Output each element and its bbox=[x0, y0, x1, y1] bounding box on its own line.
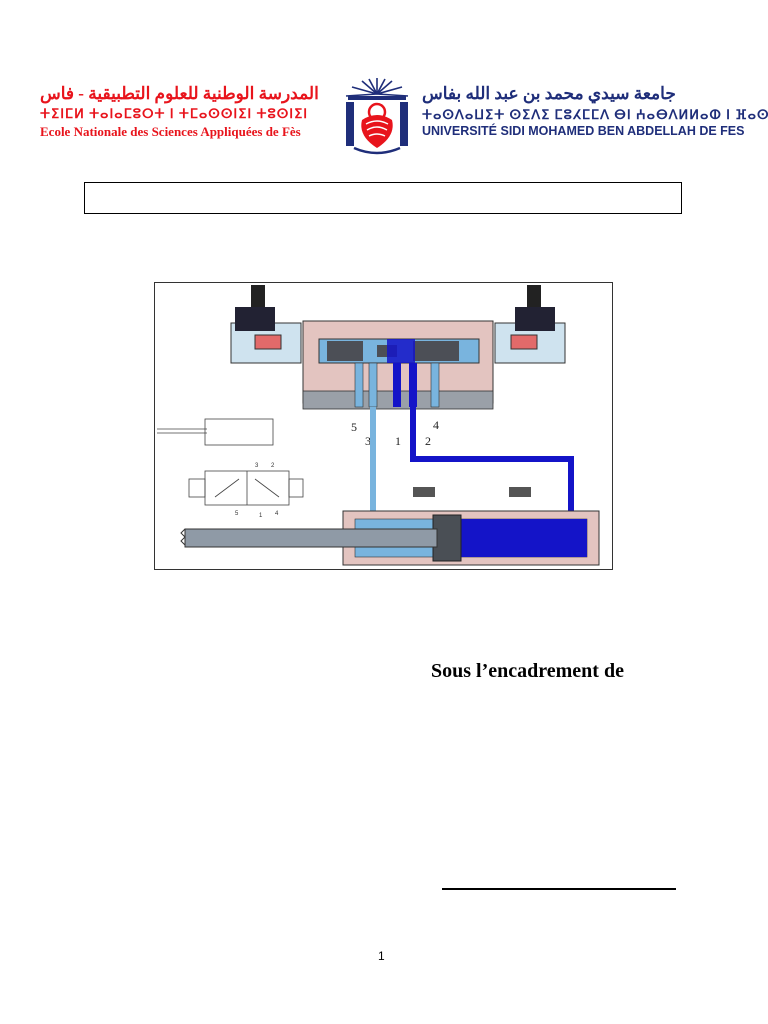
left-coil bbox=[235, 307, 275, 331]
cushion-screw-left bbox=[413, 487, 435, 497]
rod-thread bbox=[180, 528, 186, 546]
cylinder-pressure-side bbox=[461, 519, 587, 557]
university-name-french: UNIVERSITÉ SIDI MOHAMED BEN ABDELLAH DE … bbox=[422, 124, 745, 138]
spool-land-right bbox=[413, 341, 459, 361]
port-label-5: 5 bbox=[351, 420, 357, 434]
port-4 bbox=[430, 362, 440, 408]
port-label-4: 4 bbox=[433, 418, 439, 432]
university-name-tifinagh: ⵜⴰⵙⴷⴰⵡⵉⵜ ⵙⵉⴷⵉ ⵎⵓⵃⵎⵎⴷ ⴱⵏ ⵄⴰⴱⴷⵍⵍⴰⵀ ⵏ ⴼⴰⵙ bbox=[422, 107, 768, 122]
symbol-label-5: 5 bbox=[235, 511, 239, 517]
right-coil bbox=[515, 307, 555, 331]
piston-rod bbox=[184, 528, 438, 548]
pressure-tube bbox=[410, 407, 574, 523]
school-name-tifinagh: ⵜⵉⵏⵎⵍ ⵜⴰⵏⴰⵎⵓⵔⵜ ⵏ ⵜⵎⴰⵙⵙⵏⵉⵏ ⵜⵓⵙⵏⵉⵏ bbox=[40, 106, 309, 121]
valve-cylinder-diagram: 5 3 1 2 4 3 2 5 1 4 bbox=[157, 285, 600, 566]
symbol-label-2: 2 bbox=[271, 463, 275, 469]
signature-line bbox=[442, 888, 676, 890]
university-name-arabic: جامعة سيدي محمد بن عبد الله بفاس bbox=[422, 84, 676, 103]
port-5 bbox=[354, 362, 364, 408]
left-connector bbox=[251, 285, 265, 307]
right-armature bbox=[510, 334, 538, 350]
port-label-1: 1 bbox=[395, 434, 401, 448]
pressure-chamber bbox=[387, 339, 415, 363]
port-label-3: 3 bbox=[365, 434, 371, 448]
port-3 bbox=[368, 362, 378, 408]
cushion-screw-right bbox=[509, 487, 531, 497]
title-box bbox=[84, 182, 682, 214]
port-2 bbox=[409, 363, 417, 407]
symbol-label-1: 1 bbox=[259, 513, 263, 519]
supervision-label: Sous l’encadrement de bbox=[431, 660, 624, 682]
port-label-2: 2 bbox=[425, 434, 431, 448]
symbol-label-3: 3 bbox=[255, 463, 259, 469]
cylinder-piston bbox=[432, 514, 462, 562]
symbol-label-4: 4 bbox=[275, 511, 279, 517]
school-name-french: Ecole Nationale des Sciences Appliquées … bbox=[40, 124, 301, 139]
school-name-arabic: المدرسة الوطنية للعلوم التطبيقية - فاس bbox=[40, 84, 319, 103]
pneumatic-valve-cylinder-figure: 5 3 1 2 4 3 2 5 1 4 bbox=[154, 282, 613, 570]
left-armature bbox=[254, 334, 282, 350]
iso-valve-symbol bbox=[157, 418, 304, 506]
right-connector bbox=[527, 285, 541, 307]
royal-crest-icon bbox=[345, 78, 409, 155]
spool-land-left bbox=[327, 341, 363, 361]
page-number: 1 bbox=[378, 949, 385, 963]
port-1 bbox=[393, 363, 401, 407]
